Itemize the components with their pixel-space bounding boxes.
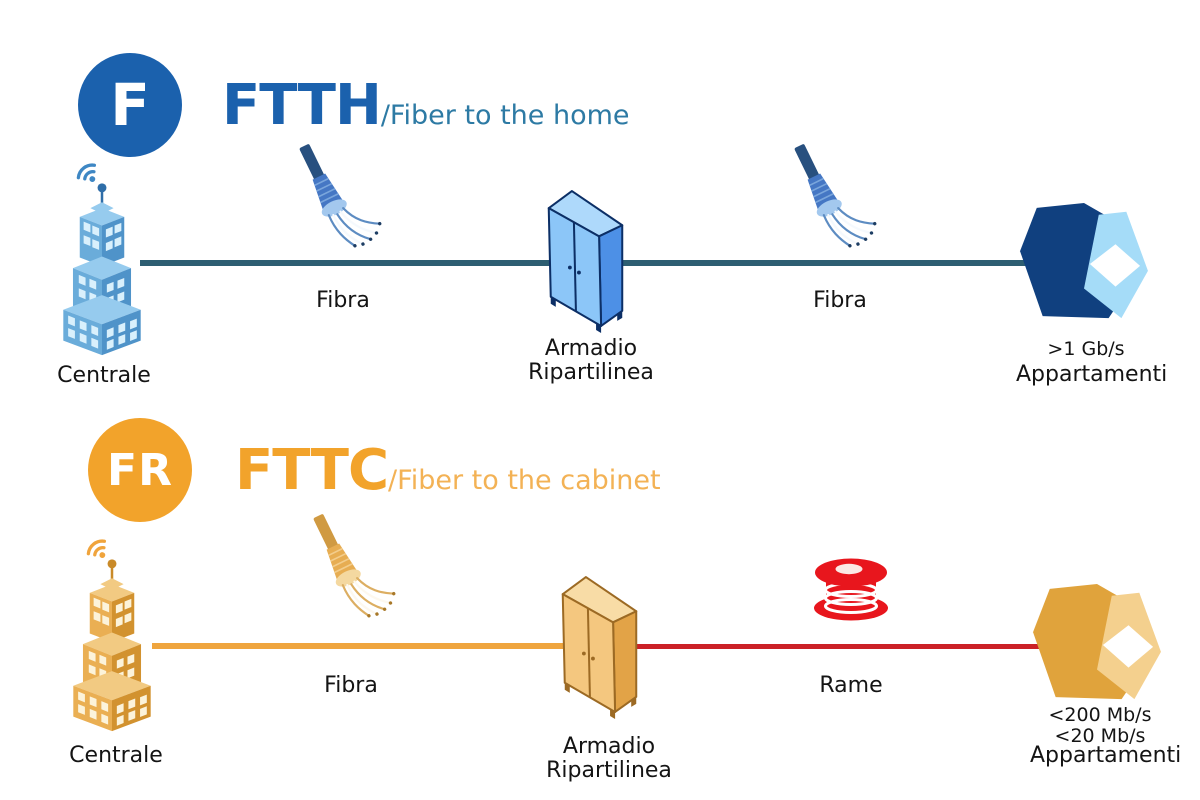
fttc-rame-label: Rame [819,673,883,698]
ftth-centrale-building-icon [52,152,152,360]
fttc-subtitle: /Fiber to the cabinet [388,465,661,496]
fttc-speed-label-1: <200 Mb/s [1048,704,1152,726]
fttc-badge-letters: FR [107,444,173,496]
ftth-cabinet-icon [548,191,623,333]
ftth-fibra-label-2: Fibra [813,288,867,313]
ftth-apartments-label: Appartamenti [1016,362,1168,387]
fttc-cabinet-icon [562,577,637,719]
fttc-copper-coil-icon [812,557,890,622]
ftth-fibra-label-1: Fibra [316,288,370,313]
ftth-speed-label: >1 Gb/s [1047,338,1125,360]
ftth-title-row: FTTH/Fiber to the home [222,78,630,134]
fttc-cabinet-label: Armadio Ripartilinea [546,734,672,784]
fttc-fiber-line [152,643,610,649]
fttc-title: FTTC [235,438,389,503]
ftth-badge: F [78,53,182,157]
fttc-centrale-building-icon [62,528,162,736]
fttc-fibra-label: Fibra [324,673,378,698]
ftth-title: FTTH [222,73,382,138]
ftth-apartment-hexagon-icon [1020,202,1148,319]
fttc-speed-label-2: <20 Mb/s [1054,725,1146,747]
fttc-apartments-label: Appartamenti [1030,743,1182,768]
fttc-fiber-cable-icon [305,500,401,626]
ftth-fiber-cable-icon-2 [786,130,882,256]
ftth-badge-letter: F [110,71,150,139]
ftth-fiber-cable-icon-1 [291,130,387,256]
fttc-apartment-hexagon-icon [1033,583,1161,700]
fttc-centrale-label: Centrale [69,743,163,768]
fttc-copper-line [610,644,1048,649]
fttc-badge: FR [88,418,192,522]
fttc-title-row: FTTC/Fiber to the cabinet [235,443,661,499]
ftth-centrale-label: Centrale [57,363,151,388]
ftth-cabinet-label: Armadio Ripartilinea [528,336,654,386]
ftth-subtitle: /Fiber to the home [380,100,630,131]
